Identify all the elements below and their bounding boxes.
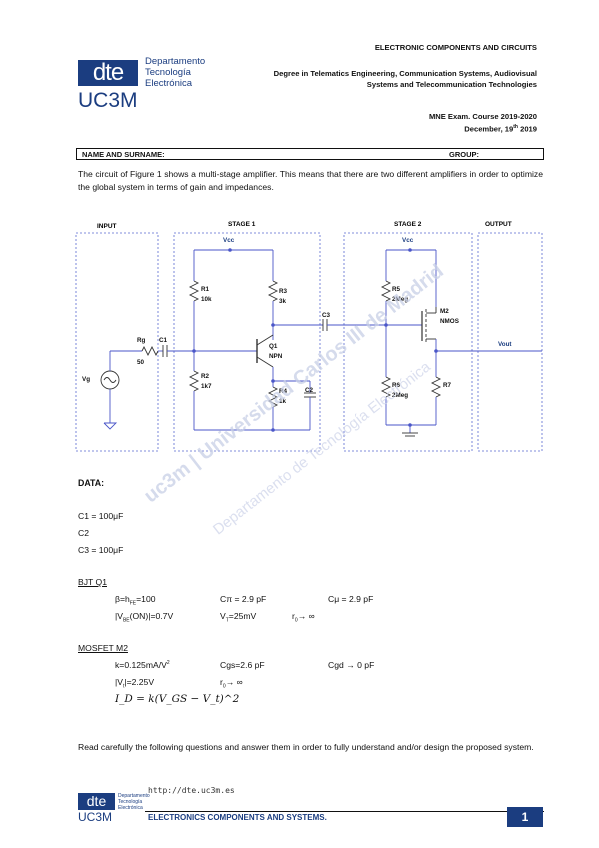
closing-paragraph: Read carefully the following questions a… xyxy=(78,742,534,752)
r5-label: R5 xyxy=(392,286,401,293)
r5-value: 2Meg xyxy=(392,296,408,303)
mosfet-k: k=0.125mA/V2 xyxy=(115,660,170,670)
output-section-box xyxy=(477,232,543,452)
mosfet-cgs: Cgs=2.6 pF xyxy=(220,660,265,670)
footer-uc3m-logo-text: UC3M xyxy=(78,810,113,824)
c1-label: C1 xyxy=(159,337,168,344)
bjt-cmu: Cμ = 2.9 pF xyxy=(328,594,374,604)
page-number: 1 xyxy=(507,807,543,827)
q1-type: NPN xyxy=(269,353,283,360)
m2-type: NMOS xyxy=(440,318,459,325)
r4-label: R4 xyxy=(279,388,288,395)
cap-c1: C1 = 100μF xyxy=(78,511,124,521)
input-label: INPUT xyxy=(97,223,117,230)
footer-dte-logo: dte xyxy=(78,793,115,810)
r1-label: R1 xyxy=(201,286,210,293)
dept-line: Departamento xyxy=(145,56,206,67)
name-field-label: NAME AND SURNAME: xyxy=(82,150,165,159)
r1-value: 10k xyxy=(201,296,212,303)
rg-label: Rg xyxy=(137,337,146,344)
r2-label: R2 xyxy=(201,373,210,380)
footer-department-name: Departamento Tecnología Electrónica xyxy=(118,793,150,811)
bjt-cpi: Cπ = 2.9 pF xyxy=(220,594,267,604)
degree-line-1: Degree in Telematics Engineering, Commun… xyxy=(273,69,537,78)
dept-line: Tecnología xyxy=(145,67,191,78)
dte-logo: dte xyxy=(78,60,138,86)
footer-url-link[interactable]: http://dte.uc3m.es xyxy=(148,786,235,795)
course-title: ELECTRONIC COMPONENTS AND CIRCUITS xyxy=(374,43,537,52)
group-field-label: GROUP: xyxy=(449,150,479,159)
stage1-label: STAGE 1 xyxy=(228,221,256,228)
vcc1-label: Vcc xyxy=(223,237,235,244)
r4-value: 1k xyxy=(279,398,287,405)
mosfet-cgd: Cgd → 0 pF xyxy=(328,660,375,670)
degree-line-2: Systems and Telecommunication Technologi… xyxy=(366,80,537,89)
r7-label: R7 xyxy=(443,382,452,389)
r3-label: R3 xyxy=(279,288,288,295)
bjt-ro: r0→ ∞ xyxy=(292,611,315,624)
c2-label: C2 xyxy=(305,387,314,394)
vcc2-label: Vcc xyxy=(402,237,414,244)
name-group-bar: NAME AND SURNAME: GROUP: xyxy=(76,148,544,160)
mosfet-title: MOSFET M2 xyxy=(78,643,128,653)
exam-date: December, 19th 2019 xyxy=(464,124,537,134)
r2-value: 1k7 xyxy=(201,383,212,390)
uc3m-logo-text: UC3M xyxy=(78,89,138,112)
mosfet-ro: r0→ ∞ xyxy=(220,677,243,690)
input-section-box xyxy=(75,232,159,452)
q1-label: Q1 xyxy=(269,343,278,350)
intro-paragraph: The circuit of Figure 1 shows a multi-st… xyxy=(78,169,543,192)
vout-label: Vout xyxy=(498,341,512,348)
drain-current-equation: I_D = k(V_GS − V_t)^2 xyxy=(115,693,240,705)
dept-line: Electrónica xyxy=(145,78,192,89)
footer-divider xyxy=(145,811,544,826)
bjt-vbe: |VBE(ON)|=0.7V xyxy=(115,611,174,624)
cap-c2: C2 xyxy=(78,528,89,538)
mosfet-vt: |Vt|=2.25V xyxy=(115,677,155,690)
footer-title: ELECTRONICS COMPONENTS AND SYSTEMS. xyxy=(148,813,327,822)
bjt-vt: VT=25mV xyxy=(220,611,257,624)
c3-label: C3 xyxy=(322,312,331,319)
r3-value: 3k xyxy=(279,298,287,305)
circuit-schematic: INPUT STAGE 1 STAGE 2 OUTPUT xyxy=(75,221,543,452)
bjt-beta: β=hFE=100 xyxy=(115,594,156,607)
m2-label: M2 xyxy=(440,308,449,315)
r6-value: 2Meg xyxy=(392,392,408,399)
bjt-title: BJT Q1 xyxy=(78,577,107,587)
stage2-label: STAGE 2 xyxy=(394,221,422,228)
stage2-section-box xyxy=(343,232,473,452)
cap-c3: C3 = 100μF xyxy=(78,545,124,555)
stage1-section-box xyxy=(173,232,321,452)
data-title: DATA: xyxy=(78,478,105,488)
r6-label: R6 xyxy=(392,382,401,389)
rg-value: 50 xyxy=(137,359,145,366)
exam-title: MNE Exam. Course 2019-2020 xyxy=(428,112,537,121)
output-label: OUTPUT xyxy=(485,221,512,228)
vg-label: Vg xyxy=(82,376,90,383)
department-name: Departamento Tecnología Electrónica xyxy=(145,56,205,89)
